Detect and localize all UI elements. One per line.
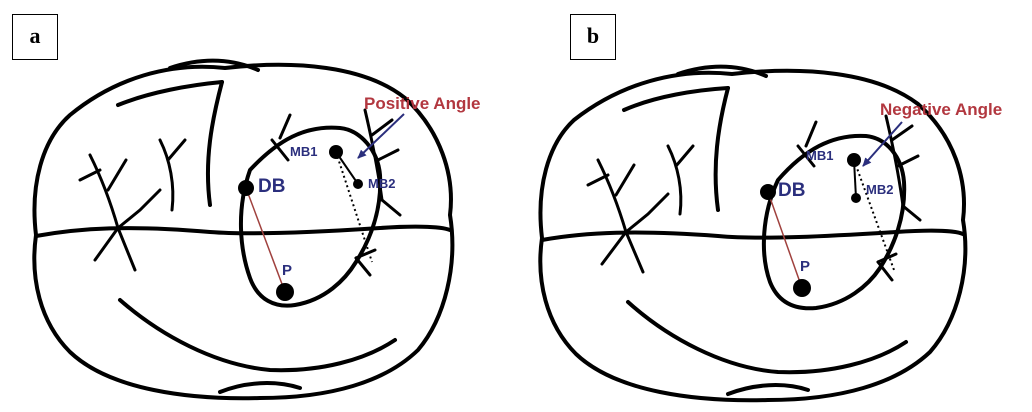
canal-mb1-dot — [847, 153, 861, 167]
canal-p-dot — [276, 283, 294, 301]
angle-annotation: Negative Angle — [880, 100, 1002, 120]
canal-mb2-dot — [353, 179, 363, 189]
canal-db-dot — [238, 180, 254, 196]
fissure-branches — [588, 116, 920, 280]
canal-label-db: DB — [258, 176, 285, 198]
canal-p-dot — [793, 279, 811, 297]
tooth-occlusal-drawing-a — [0, 0, 516, 412]
canal-label-mb2: MB2 — [368, 176, 395, 191]
panel-a: a DB P MB1 MB2 Positive Angle — [0, 0, 516, 412]
angle-annotation: Positive Angle — [364, 94, 481, 114]
db-p-line — [768, 192, 802, 288]
panel-label: b — [570, 14, 616, 60]
canal-label-mb2: MB2 — [866, 182, 893, 197]
panel-b: b DB P MB1 MB2 Negative Angle — [516, 0, 1032, 412]
db-p-line — [246, 188, 285, 292]
canal-db-dot — [760, 184, 776, 200]
canal-label-p: P — [800, 258, 810, 275]
canal-mb1-dot — [329, 145, 343, 159]
tooth-occlusal-drawing-b — [516, 0, 1032, 412]
canal-mb2-dot — [851, 193, 861, 203]
panel-label: a — [12, 14, 58, 60]
canal-label-mb1: MB1 — [806, 148, 833, 163]
canal-label-p: P — [282, 262, 292, 279]
canal-label-mb1: MB1 — [290, 144, 317, 159]
canal-label-db: DB — [778, 180, 805, 202]
